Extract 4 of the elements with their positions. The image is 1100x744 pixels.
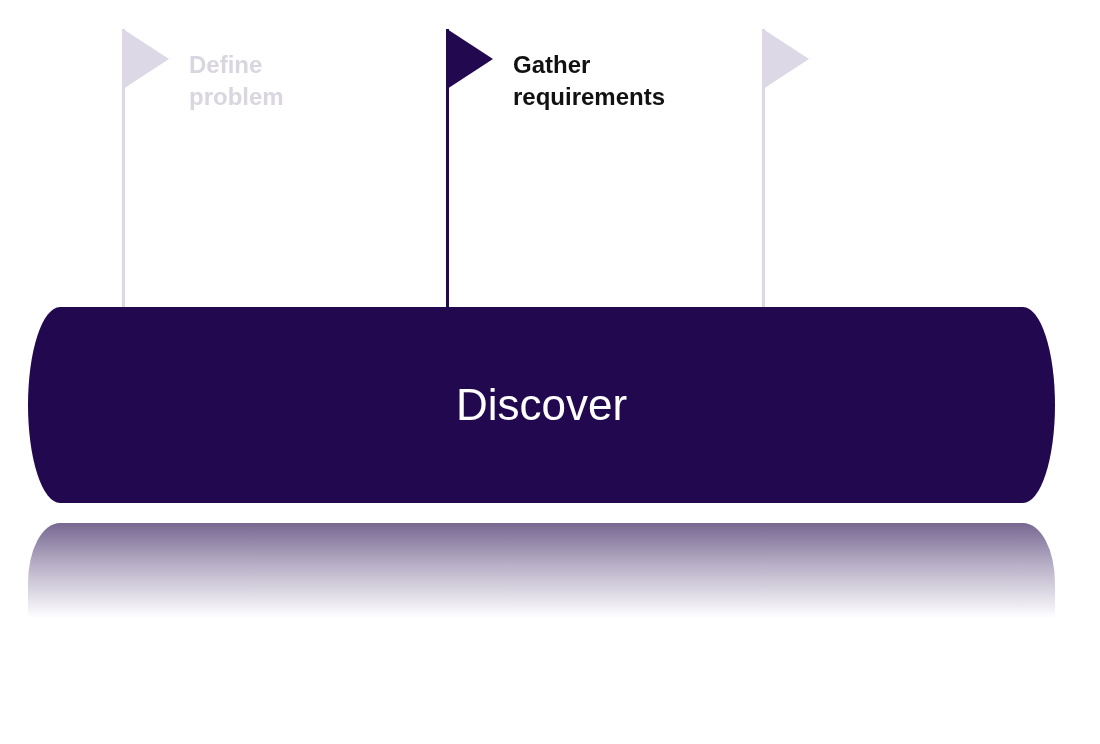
flag-drawing	[761, 29, 811, 307]
band-reflection	[28, 523, 1055, 618]
flag-label: Gather requirements	[513, 50, 667, 112]
phase-label: Discover	[455, 380, 628, 430]
